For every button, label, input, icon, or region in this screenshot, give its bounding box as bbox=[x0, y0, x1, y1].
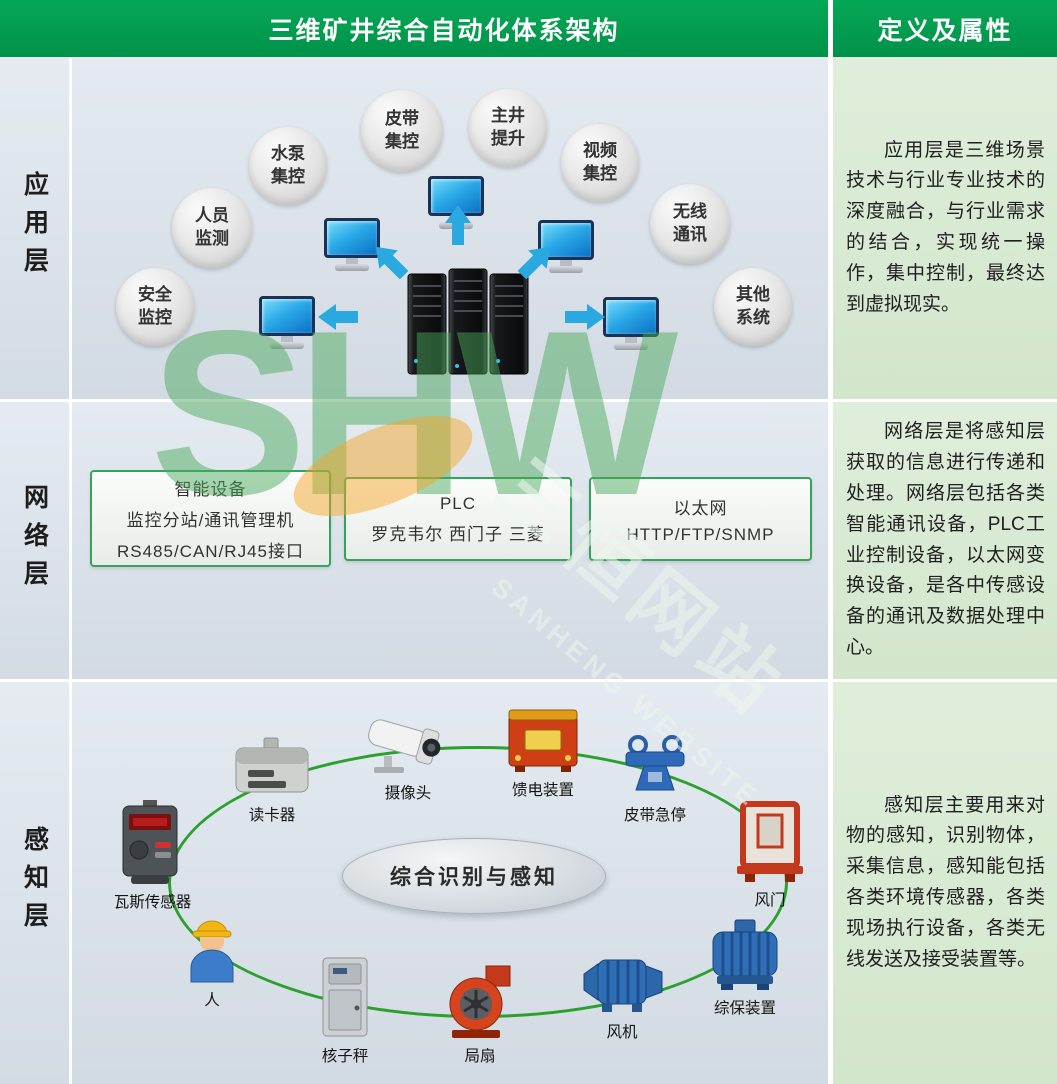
arrow-up-right-icon bbox=[513, 238, 560, 285]
definition-panel-network: 网络层是将感知层获取的信息进行传递和处理。网络层包括各类智能通讯设备，PLC工业… bbox=[833, 402, 1057, 679]
app-bubble-other-systems: 其他系统 bbox=[714, 268, 792, 346]
netbox-plc: PLC 罗克韦尔 西门子 三菱 bbox=[344, 477, 572, 561]
arrow-left-icon bbox=[318, 304, 358, 330]
app-bubble-safety-monitoring: 安全监控 bbox=[116, 268, 194, 346]
app-bubble-video-control: 视频集控 bbox=[561, 124, 639, 202]
page-title: 三维矿井综合自动化体系架构 bbox=[268, 16, 620, 45]
server-rack-icon bbox=[403, 266, 533, 383]
app-bubble-wireless-comm: 无线通讯 bbox=[650, 184, 730, 264]
perception-center-bubble: 综合识别与感知 bbox=[342, 838, 606, 914]
feeder-switch-icon bbox=[505, 708, 581, 779]
device-label: 核子秤 bbox=[321, 1048, 369, 1065]
belt-emergency-stop-icon bbox=[614, 732, 696, 803]
device-label: 瓦斯传感器 bbox=[113, 894, 192, 911]
integrated-protector-icon bbox=[705, 918, 785, 997]
layer-label-perception: 感知层 bbox=[0, 682, 69, 1084]
header-main: 三维矿井综合自动化体系架构 bbox=[0, 0, 828, 57]
header-right: 定义及属性 bbox=[833, 0, 1057, 57]
definition-panel-perception: 感知层主要用来对物的感知，识别物体，采集信息，感知能包括各类环境传感器，各类现场… bbox=[833, 682, 1057, 1084]
application-layer-description: 应用层是三维场景技术与行业专业技术的深度融合，与行业需求的结合，实现统一操作，集… bbox=[846, 139, 1045, 315]
card-reader-icon bbox=[230, 736, 314, 803]
netbox-smart-devices: 智能设备 监控分站/通讯管理机 RS485/CAN/RJ45接口 bbox=[90, 470, 331, 567]
device-label: 局扇 bbox=[464, 1048, 496, 1065]
network-layer-label: 网络层 bbox=[20, 483, 49, 598]
device-label: 馈电装置 bbox=[511, 782, 574, 799]
camera-icon bbox=[362, 712, 454, 781]
arrow-up-icon bbox=[445, 205, 471, 245]
app-bubble-main-shaft-hoist: 主井提升 bbox=[469, 89, 547, 167]
device-label: 摄像头 bbox=[384, 785, 432, 802]
monitor-icon bbox=[324, 218, 380, 272]
air-door-icon bbox=[733, 800, 807, 889]
app-bubble-personnel-monitoring: 人员监测 bbox=[172, 188, 252, 268]
monitor-icon bbox=[603, 297, 659, 351]
layer-label-network: 网络层 bbox=[0, 402, 69, 679]
device-label: 综保装置 bbox=[713, 1000, 776, 1017]
fan-icon bbox=[576, 952, 668, 1021]
network-layer-description: 网络层是将感知层获取的信息进行传递和处理。网络层包括各类智能通讯设备，PLC工业… bbox=[846, 421, 1045, 658]
monitor-icon bbox=[259, 296, 315, 350]
app-bubble-pump-control: 水泵集控 bbox=[249, 127, 327, 205]
netbox-ethernet: 以太网 HTTP/FTP/SNMP bbox=[589, 477, 812, 561]
miner-person-icon bbox=[183, 910, 241, 989]
nuclear-scale-icon bbox=[315, 954, 375, 1045]
definition-panel-application: 应用层是三维场景技术与行业专业技术的深度融合，与行业需求的结合，实现统一操作，集… bbox=[833, 57, 1057, 399]
arrow-up-left-icon bbox=[367, 238, 414, 285]
device-label: 风机 bbox=[606, 1024, 638, 1041]
gas-sensor-icon bbox=[117, 800, 183, 893]
layer-label-application: 应用层 bbox=[0, 57, 69, 399]
arrow-right-icon bbox=[565, 304, 605, 330]
perception-layer-label: 感知层 bbox=[20, 826, 49, 940]
device-label: 风门 bbox=[754, 892, 786, 909]
app-bubble-belt-control: 皮带集控 bbox=[361, 90, 443, 172]
device-label: 皮带急停 bbox=[623, 807, 686, 824]
perception-layer-description: 感知层主要用来对物的感知，识别物体，采集信息，感知能包括各类环境传感器，各类现场… bbox=[846, 794, 1045, 970]
right-column-title: 定义及属性 bbox=[877, 16, 1013, 45]
local-fan-icon bbox=[442, 962, 518, 1045]
application-layer-label: 应用层 bbox=[20, 171, 49, 285]
device-label: 人 bbox=[204, 992, 220, 1009]
device-label: 读卡器 bbox=[248, 807, 296, 824]
